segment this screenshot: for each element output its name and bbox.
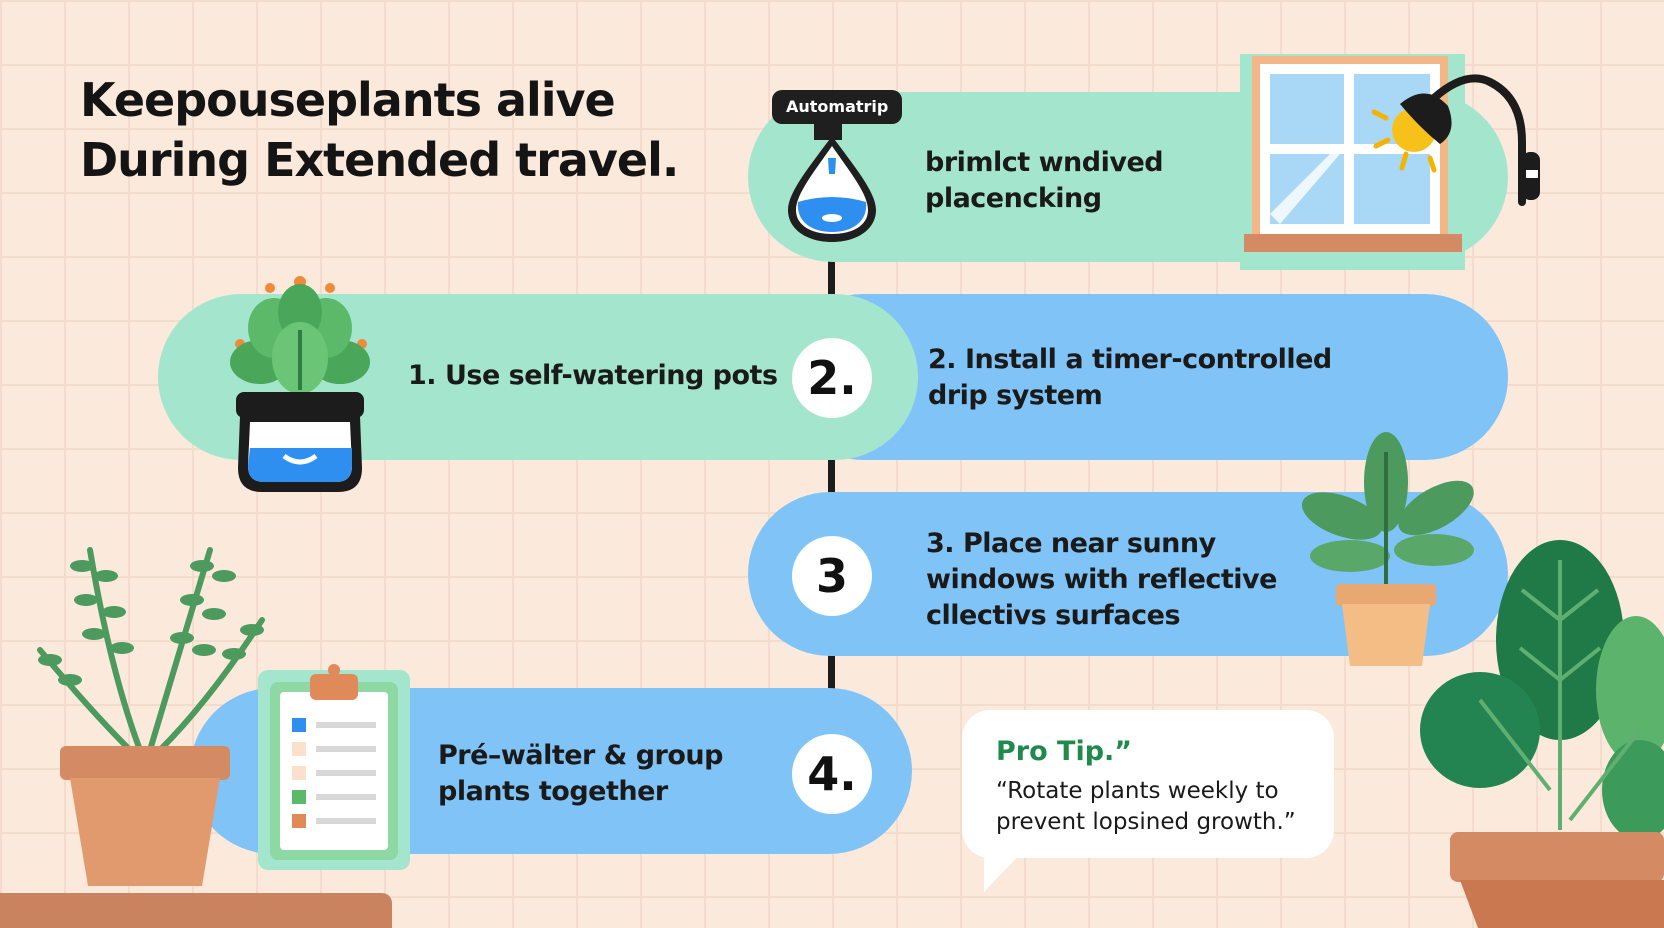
page-title: Keepouseplants alive During Extended tra… [80,70,679,190]
title-line-1: Keepouseplants alive [80,73,616,127]
large-plant-icon [1420,540,1664,928]
pro-tip-title: Pro Tip.” [996,736,1133,767]
step-4-line-1: Pré–wälter & group [438,740,723,771]
step-4-line-2: plants together [438,776,668,807]
pro-tip-bubble: Pro Tip.” “Rotate plants weekly to preve… [962,710,1334,858]
step-3-line-3: cllectivs surfaces [926,600,1181,631]
step-3-number: 3 [792,536,872,616]
automatrip-tag: Automatrip [772,90,903,124]
leafy-plant-icon [1301,432,1474,666]
shelf [0,893,392,928]
step-2-number: 2. [792,338,872,418]
succulent-pot-icon [230,276,370,492]
window-icon [1240,54,1465,270]
title-line-2: During Extended travel. [80,133,679,187]
water-drop-icon [788,122,876,242]
pro-tip-line-2: prevent lopsined growth.” [996,809,1296,835]
pro-tip-body: “Rotate plants weekly to prevent lopsine… [996,776,1296,838]
step-3-line-2: windows with reflective [926,564,1277,595]
step-3-line-1: 3. Place near sunny [926,528,1216,559]
top-card-line-2: placencking [925,183,1102,214]
step-4-text: Pré–wälter & group plants together [438,738,723,810]
step-2-line-1: 2. Install a timer-controlled [928,344,1332,375]
step-1-text: 1. Use self-watering pots [408,360,778,391]
top-card-text: brimlct wndived placencking [925,145,1164,217]
pro-tip-line-1: “Rotate plants weekly to [996,778,1279,804]
pro-tip-bubble-tail [984,850,1024,892]
fern-plant-icon [37,547,265,886]
step-2-line-2: drip system [928,380,1103,411]
step-4-number: 4. [792,734,872,814]
clipboard-checklist-icon [258,664,410,870]
step-3-text: 3. Place near sunny windows with reflect… [926,526,1277,634]
top-card-line-1: brimlct wndived [925,147,1164,178]
step-2-text: 2. Install a timer-controlled drip syste… [928,342,1332,414]
wall-lamp-icon [1371,74,1540,206]
